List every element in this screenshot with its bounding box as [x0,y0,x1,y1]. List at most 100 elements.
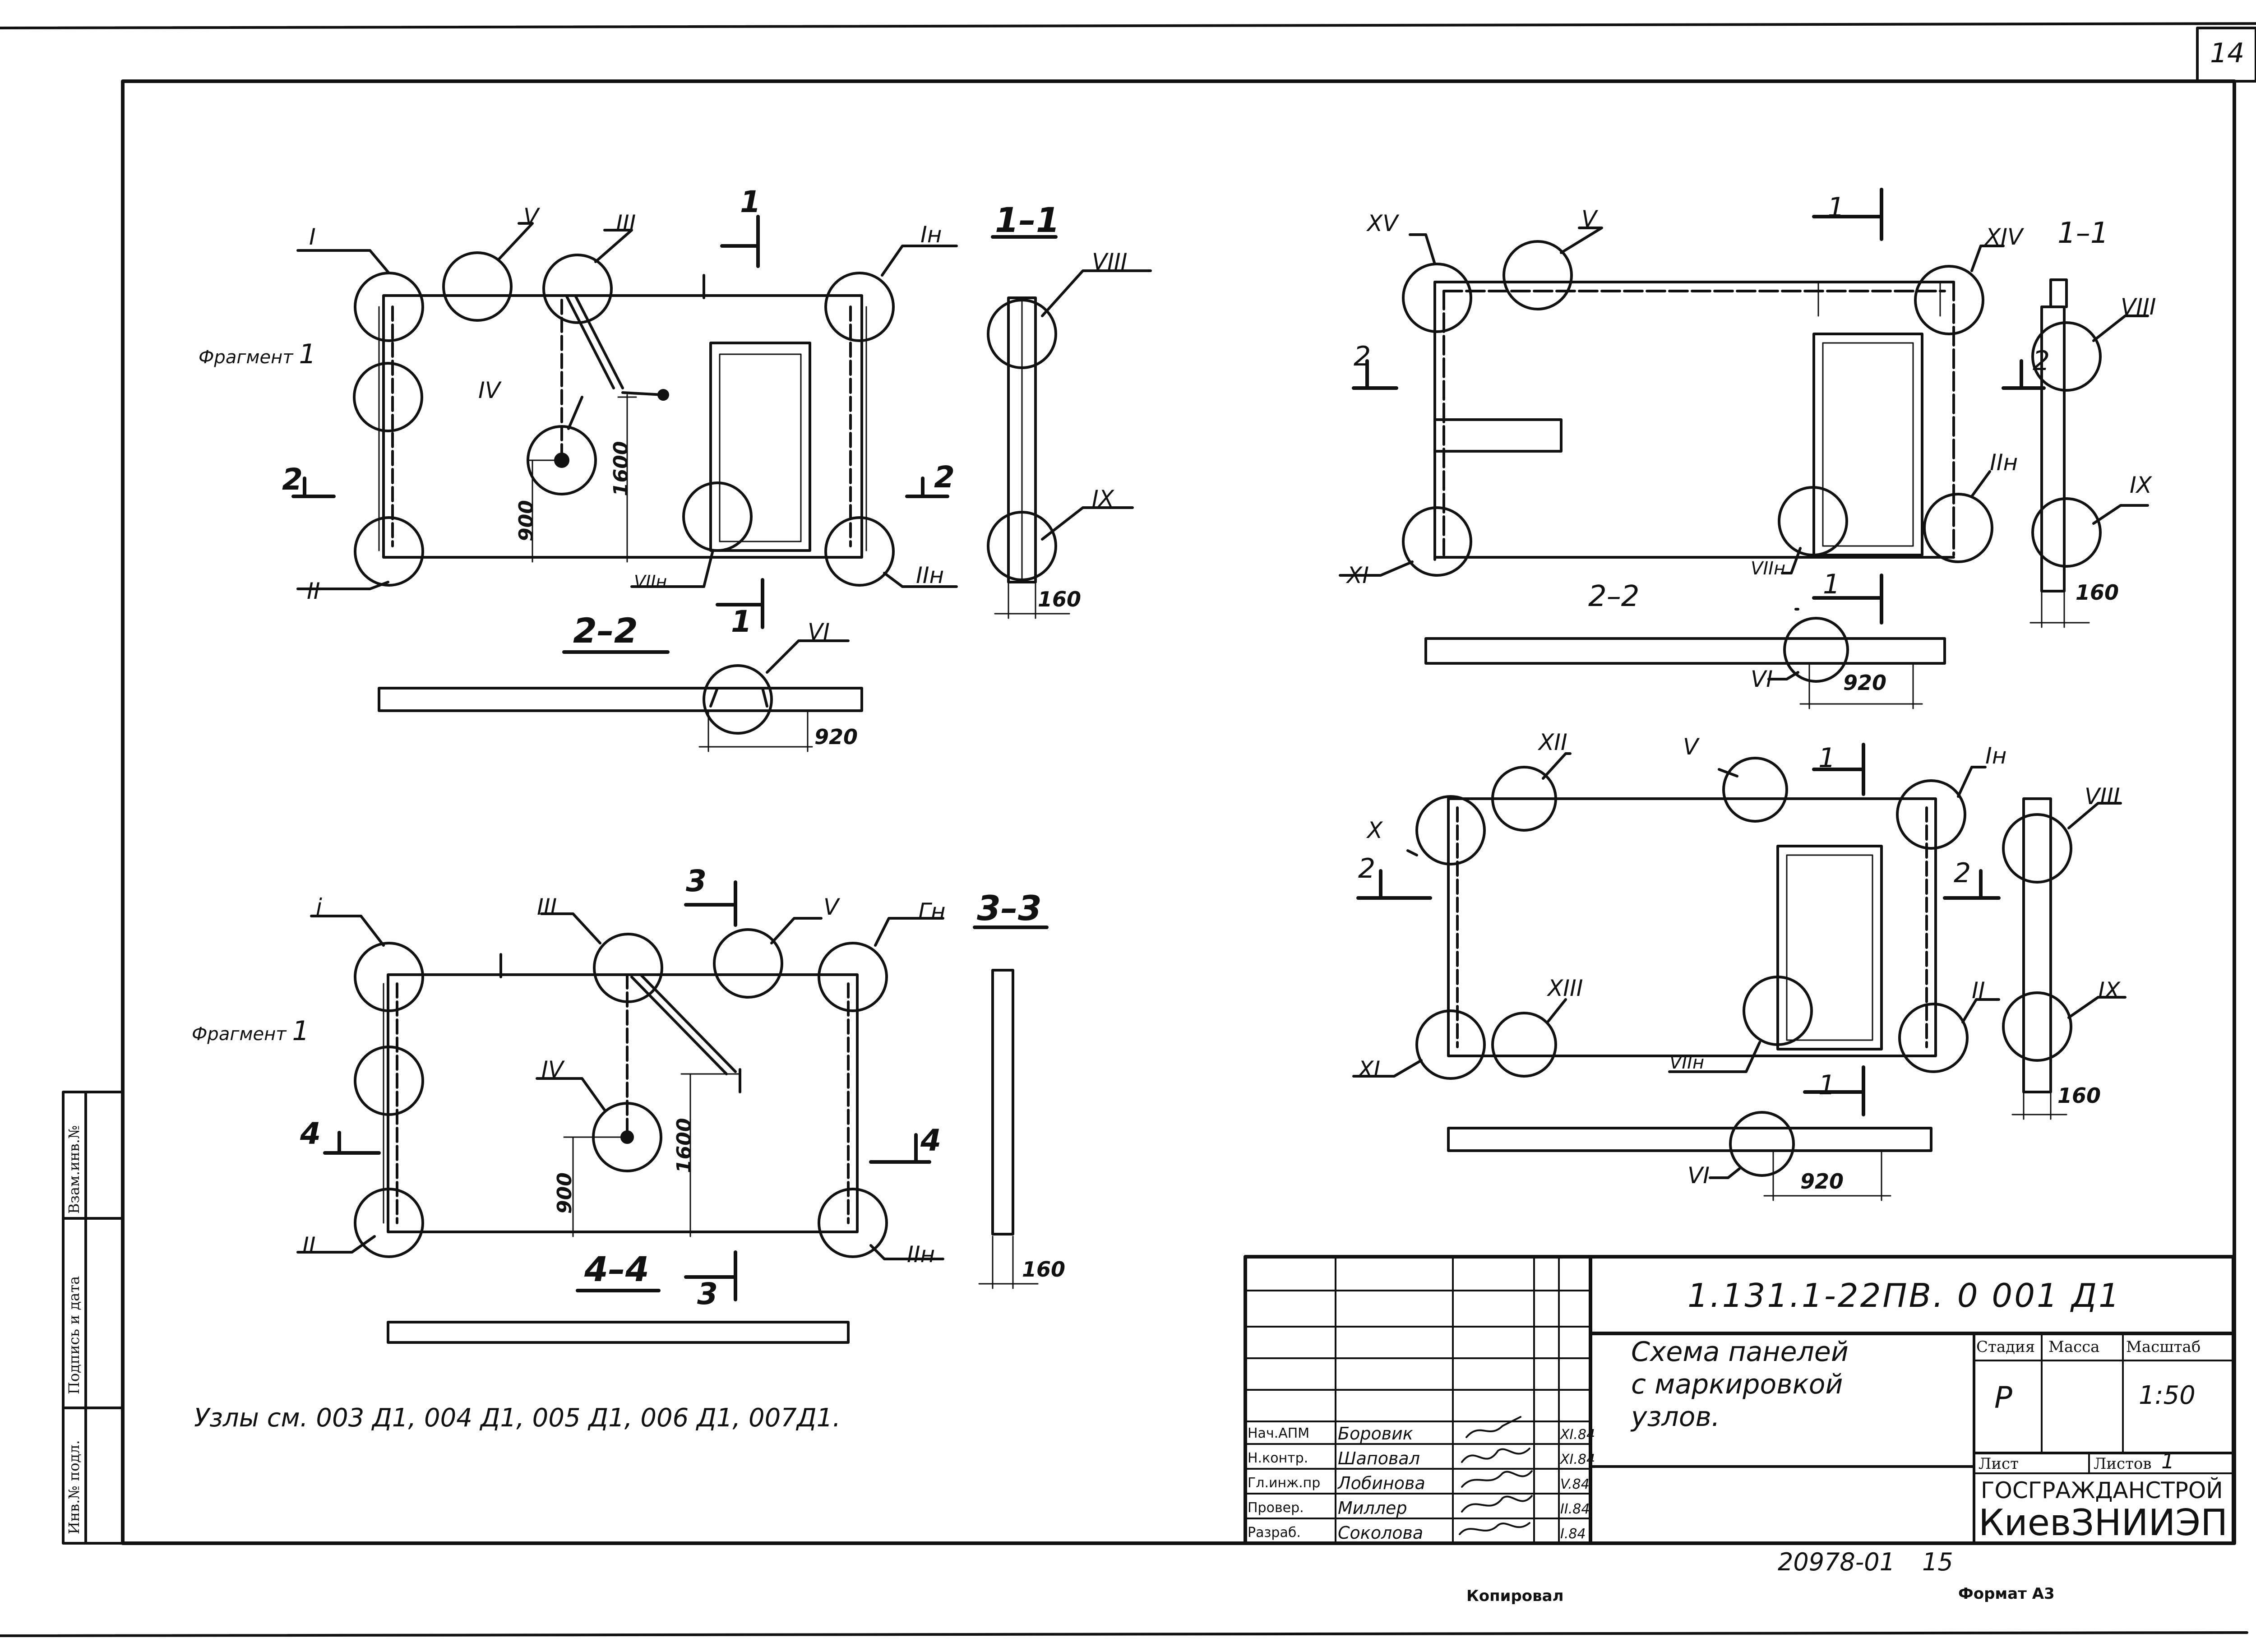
node-label-VIIn-tl: VIIн [634,572,667,592]
side-label-replacement: Взам.инв.№ [65,1125,83,1214]
dim-920-tr: 920 [1843,671,1887,695]
cut-1-br-bottom: 1 [1818,1069,1836,1101]
sheets-label: Листов [2094,1455,2152,1473]
node-label-XV: XV [1367,210,1398,236]
cut-3-top: 3 [686,864,707,898]
top-trim-line [0,22,2256,29]
header-mass: Масса [2048,1338,2100,1356]
inventory-number: 20978-01 [1778,1548,1895,1576]
cut-4-left: 4 [300,1116,321,1151]
title-block [1244,1255,2235,1545]
name-5: Соколова [1338,1523,1424,1543]
name-3: Лобинова [1338,1473,1425,1493]
cut-2-tr-left: 2 [1354,341,1371,372]
node-label-VIII-br: VIII [2085,783,2120,810]
node-label-VI-br: VI [1687,1162,1710,1189]
dim-1600-bl: 1600 [673,1118,696,1173]
panel-top-left [291,215,958,629]
node-label-XIII: XIII [1548,975,1583,1001]
cut-2-right: 2 [934,460,955,495]
header-scale: Масштаб [2126,1338,2201,1356]
node-label-VIII-l: VIII [1092,249,1128,275]
page-number: 15 [1922,1548,1953,1576]
node-label-I-tl: I [309,224,316,250]
name-2: Шаповал [1338,1448,1420,1468]
node-label-IX-tr: IX [2130,472,2152,498]
section-title-1-1-left: 1–1 [995,200,1060,240]
section-1-1-right-top [2029,278,2149,628]
panel-top-right [1339,188,2046,625]
cut-4-right: 4 [920,1123,941,1158]
cut-2-tr-right: 2 [2033,345,2050,377]
node-label-II-bl: II [302,1232,316,1259]
header-stage: Стадия [1976,1338,2035,1356]
section-title-1-1-right: 1–1 [2057,217,2109,250]
node-label-XI-br: XI [1358,1056,1380,1083]
organization-line-2: КиевЗНИИЭП [1979,1502,2228,1544]
node-label-VIIn-br: VIIн [1669,1052,1705,1073]
title-line-2: с маркировкой [1631,1369,1843,1400]
cut-1-br-top: 1 [1818,742,1836,774]
scale-value: 1:50 [2139,1381,2196,1410]
node-label-III-bl: III [537,894,557,920]
node-label-VIII-tr: VIII [2121,294,2156,320]
fragment-word: Фрагмент [192,1024,287,1045]
signatures [1459,1416,1533,1535]
fragment-label-top: Фрагмент 1 [199,341,316,368]
sheet-number-box [2196,27,2256,83]
date-2: XI.84 [1560,1452,1595,1467]
node-label-V-bl: V [823,894,839,920]
format-label: Формат А3 [1958,1585,2055,1603]
copied-by: Копировал [1466,1587,1564,1605]
node-label-II-tl: II [307,578,320,604]
section-title-3-3: 3–3 [977,888,1042,928]
dim-160-l: 160 [1038,587,1082,611]
node-label-Gn-bl: Гн [918,898,946,925]
node-label-X: X [1367,817,1383,843]
node-label-IIn-tr: IIн [1990,449,2018,476]
node-label-IX-br: IX [2098,977,2120,1004]
dim-160-bl: 160 [1022,1257,1066,1282]
dim-900-bl: 900 [553,1172,576,1214]
section-title-2-2-right: 2–2 [1588,580,1640,613]
node-label-VIIn-tr: VIIн [1751,558,1786,579]
side-strip [62,1091,124,1545]
node-label-In-tl: Iн [920,222,942,248]
title-line-1: Схема панелей [1631,1336,1849,1368]
drawing-frame [121,79,2236,1545]
bottom-trim-line [0,1631,2248,1637]
panel-bottom-left [296,880,944,1301]
role-5: Разраб. [1248,1525,1301,1541]
document-title: Схема панелей с маркировкой узлов. [1631,1336,1849,1433]
dim-160-br: 160 [2057,1083,2101,1108]
node-label-III-tl: III [616,210,636,236]
cut-1-tr-top: 1 [1827,192,1845,223]
section-title-2-2-left: 2–2 [573,611,638,651]
section-2-2-right [1424,608,1946,709]
dim-920-tl: 920 [814,725,858,749]
sheets-value: 1 [2161,1449,2175,1473]
date-5: I.84 [1560,1526,1586,1542]
node-label-V-tl: V [523,204,539,230]
node-label-V-br: V [1683,734,1699,760]
side-label-signature: Подпись и дата [65,1276,83,1394]
nodes-reference-note: Узлы см. 003 Д1, 004 Д1, 005 Д1, 006 Д1,… [194,1403,841,1433]
dim-160-tr: 160 [2076,580,2119,605]
cut-2-br-left: 2 [1358,853,1376,884]
node-label-IV-tl: IV [478,377,500,403]
stage-value: Р [1994,1380,2012,1415]
cut-1-bottom: 1 [731,604,752,639]
section-1-1-right-bottom [2002,797,2127,1120]
node-label-IIn-bl: IIн [907,1241,935,1268]
node-label-XIV: XIV [1985,224,2023,250]
organization-line-1: ГОСГРАЖДАНСТРОЙ [1981,1477,2223,1504]
node-label-XI-tr: XI [1347,562,1369,588]
node-label-VI-tl: VI [808,619,830,645]
role-4: Провер. [1248,1500,1304,1516]
node-label-V-tr: V [1581,206,1597,232]
dim-1600-tl: 1600 [610,441,633,496]
section-3-3 [973,925,1049,1289]
side-label-inventory: Инв.№ подл. [65,1440,83,1534]
name-1: Боровик [1338,1424,1413,1444]
